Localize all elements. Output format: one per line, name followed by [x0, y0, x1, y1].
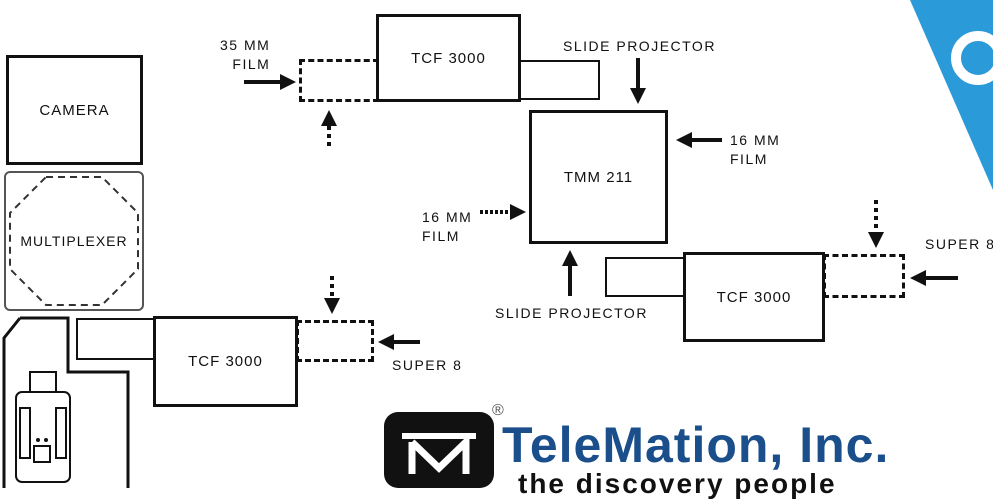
tmm-label: TMM 211 — [563, 168, 634, 186]
multiplexer-box: MULTIPLEXER — [4, 171, 144, 311]
label-slide-projector-top: SLIDE PROJECTOR — [563, 38, 716, 54]
arrows-layer — [244, 58, 958, 350]
registered-mark: ® — [492, 402, 504, 419]
camera-label: CAMERA — [39, 101, 110, 119]
label-super8-right: SUPER 8 — [925, 236, 993, 252]
tcf-left-input-dashed — [296, 320, 374, 362]
tcf-right-input-dashed — [823, 254, 905, 298]
multiplexer-label: MULTIPLEXER — [20, 233, 128, 249]
telemation-logo-icon — [384, 412, 494, 488]
label-16mm-film-left: 16 MM FILM — [422, 209, 473, 244]
tcf-left-lens — [76, 318, 156, 360]
tcf-right-label: TCF 3000 — [716, 288, 792, 306]
label-35mm-film: 35 MM FILM — [220, 37, 271, 72]
multiplexer-octagon — [9, 176, 139, 306]
camera-box: CAMERA — [6, 55, 143, 165]
label-super8-left: SUPER 8 — [392, 357, 463, 373]
tcf-top-box: TCF 3000 — [376, 14, 521, 102]
tcf-top-lens — [519, 60, 600, 100]
company-tagline: the discovery people — [518, 468, 837, 499]
corner-graphic — [910, 0, 993, 190]
tmm-box: TMM 211 — [529, 110, 668, 244]
company-name: TeleMation, Inc. — [502, 417, 890, 473]
label-slide-projector-bottom: SLIDE PROJECTOR — [495, 305, 648, 321]
label-16mm-film-right: 16 MM FILM — [730, 132, 781, 167]
tcf-top-label: TCF 3000 — [411, 49, 486, 67]
tcf-right-lens — [605, 257, 685, 297]
tcf-left-label: TCF 3000 — [188, 353, 263, 370]
camera-body-icon — [2, 316, 130, 488]
